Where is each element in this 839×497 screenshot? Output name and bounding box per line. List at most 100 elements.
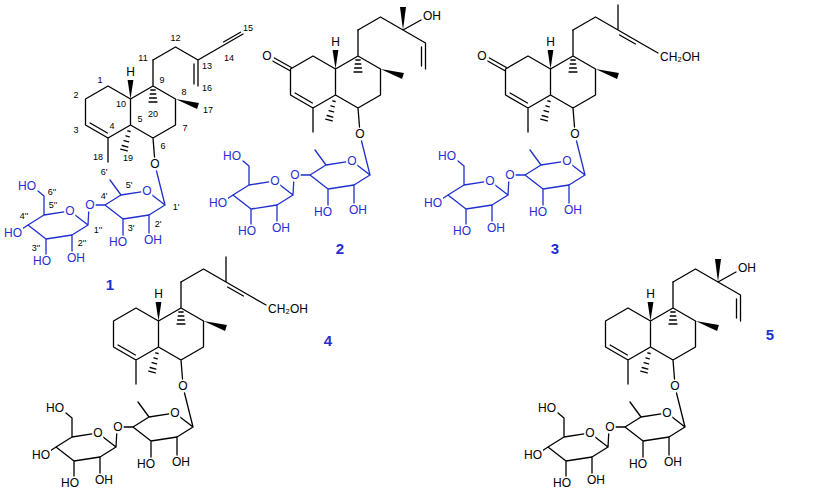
locant-number: 4'	[100, 192, 109, 201]
locant-number: 5'	[125, 181, 134, 190]
atom-label: OH	[422, 10, 442, 22]
disaccharide	[227, 141, 370, 224]
locant-number: 2'	[154, 220, 163, 229]
locant-number: 15	[242, 24, 254, 33]
atom-label: HO	[628, 458, 648, 470]
atom-label: HO	[208, 197, 228, 209]
atom-label: H	[645, 288, 656, 300]
atom-label: O	[269, 175, 280, 187]
locant-number: 1'	[172, 203, 181, 212]
locant-number: 11	[137, 54, 148, 63]
atom-label: OH	[563, 204, 583, 216]
locant-number: 1	[96, 76, 103, 85]
atom-label: O	[504, 169, 515, 181]
locant-number: 13	[201, 62, 213, 71]
diterpene-core	[114, 282, 227, 384]
atom-label: O	[64, 205, 75, 217]
diterpene-core	[86, 60, 199, 162]
atom-label: H	[545, 36, 556, 48]
compound-number: 3	[550, 241, 560, 256]
atom-label: HO	[528, 206, 548, 218]
diterpene-core	[606, 282, 719, 384]
compound-number: 1	[105, 277, 115, 292]
atom-label: O	[354, 128, 365, 140]
atom-label: H	[153, 288, 164, 300]
compound-structure	[542, 259, 741, 476]
locant-number: 6	[159, 142, 166, 151]
locant-number: 4	[108, 122, 115, 131]
compound-number: 4	[323, 333, 333, 348]
compound-number: 5	[765, 327, 775, 342]
disaccharide	[22, 171, 165, 254]
locant-number: 9	[158, 76, 165, 85]
atom-label: CH₂OH	[267, 303, 309, 315]
diterpene-core	[291, 30, 404, 132]
side-chain	[153, 32, 243, 86]
atom-label: HO	[31, 449, 51, 461]
disaccharide	[542, 393, 685, 476]
locant-number: 2	[72, 91, 79, 100]
locant-number: 20	[147, 110, 159, 119]
side-chain	[181, 257, 266, 305]
atom-label: O	[289, 169, 300, 181]
locant-number: 3''	[31, 244, 41, 253]
atom-label: OH	[586, 474, 606, 486]
atom-label: O	[669, 380, 680, 392]
atom-label: HO	[45, 402, 65, 414]
disaccharide	[50, 393, 193, 476]
atom-label: HO	[423, 197, 443, 209]
locant-number: 7	[181, 124, 188, 133]
atom-label: HO	[452, 225, 472, 237]
atom-label: HO	[313, 206, 333, 218]
ketone-bond	[488, 58, 507, 71]
atom-label: H	[330, 36, 341, 48]
compound-structure	[50, 257, 266, 476]
atom-label: O	[569, 128, 580, 140]
locant-number: 1''	[93, 226, 103, 235]
locant-number: 3	[72, 126, 79, 135]
atom-label: O	[177, 380, 188, 392]
atom-label: O	[661, 407, 672, 419]
atom-label: OH	[143, 234, 163, 246]
side-chain	[573, 5, 658, 53]
atom-label: HO	[3, 227, 23, 239]
side-chain	[673, 259, 741, 321]
atom-label: OH	[171, 456, 191, 468]
atom-label: HO	[60, 477, 80, 489]
atom-label: HO	[17, 180, 37, 192]
atom-label: O	[476, 50, 487, 62]
atom-label: OH	[94, 474, 114, 486]
atom-label: O	[484, 175, 495, 187]
side-chain	[358, 7, 426, 69]
locant-number: 2''	[77, 239, 87, 248]
compound-structure	[442, 5, 658, 224]
atom-label: O	[149, 158, 160, 170]
locant-number: 4''	[19, 212, 29, 221]
locant-number: 12	[169, 34, 181, 43]
locant-number: 6''	[47, 188, 57, 197]
atom-label: HO	[237, 225, 257, 237]
atom-label: O	[561, 155, 572, 167]
atom-label: O	[346, 155, 357, 167]
atom-label: O	[584, 427, 595, 439]
atom-label: CH₂OH	[659, 51, 701, 63]
atom-label: O	[261, 50, 272, 62]
atom-label: OH	[663, 456, 683, 468]
atom-label: HO	[32, 255, 52, 267]
atom-label: OH	[66, 252, 86, 264]
disaccharide	[442, 141, 585, 224]
atom-label: O	[112, 421, 123, 433]
locant-number: 18	[92, 153, 104, 162]
atom-label: HO	[523, 449, 543, 461]
locant-number: 5''	[48, 201, 58, 210]
atom-label: HO	[108, 236, 128, 248]
atom-label: OH	[486, 222, 506, 234]
locant-number: 17	[202, 106, 214, 115]
atom-label: HO	[222, 150, 242, 162]
locant-number: 3'	[127, 224, 136, 233]
atom-label: HO	[537, 402, 557, 414]
compound-number: 2	[335, 241, 345, 256]
atom-label: OH	[348, 204, 368, 216]
